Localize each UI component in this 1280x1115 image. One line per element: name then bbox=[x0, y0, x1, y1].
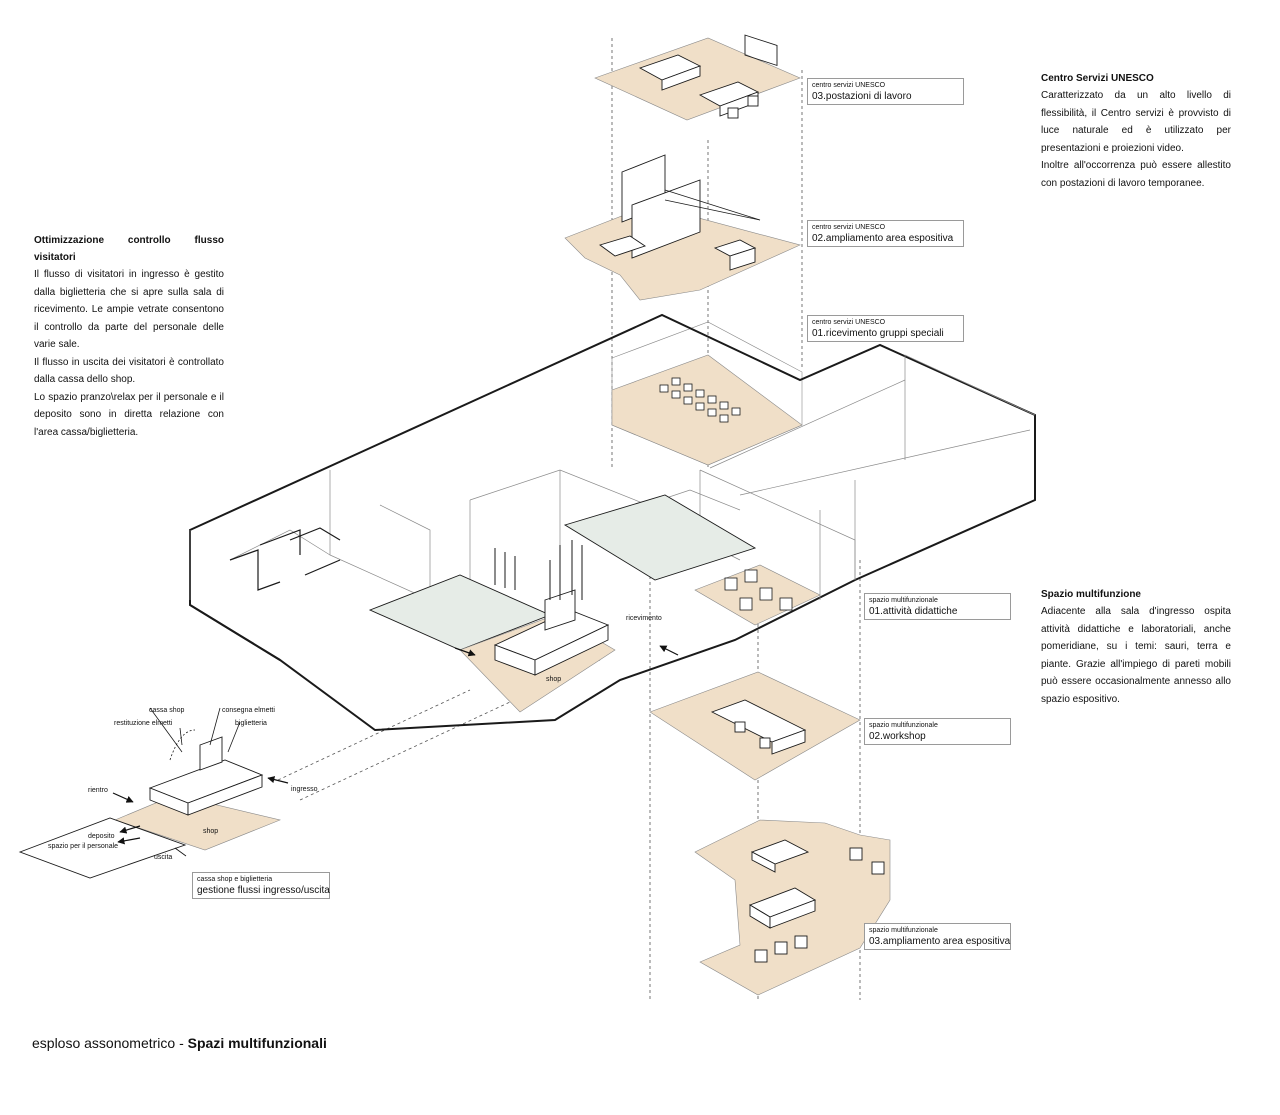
tag-restituzione-elmetti: restituzione elmetti bbox=[114, 720, 173, 727]
label-sup: centro servizi UNESCO bbox=[812, 319, 886, 326]
label-main: 01.attività didattiche bbox=[869, 606, 958, 617]
label-box-cassa: cassa shop e biglietteria gestione fluss… bbox=[192, 872, 330, 899]
left-heading: Ottimizzazione controllo flusso visitato… bbox=[34, 235, 224, 263]
tag-biglietteria: biglietteria bbox=[235, 720, 267, 727]
label-sup: spazio multifunzionale bbox=[869, 722, 938, 729]
right-bottom-description: Spazio multifunzione Adiacente alla sala… bbox=[1041, 586, 1231, 708]
right-bottom-heading: Spazio multifunzione bbox=[1041, 589, 1141, 600]
left-paragraph-2: Il flusso in uscita dei visitatori è con… bbox=[34, 356, 224, 386]
multi-level-02 bbox=[649, 671, 861, 781]
tag-shop-detail: shop bbox=[203, 828, 219, 835]
multi-level-03 bbox=[694, 819, 891, 996]
right-top-paragraph-2: Inoltre all'occorrenza può essere allest… bbox=[1041, 160, 1231, 189]
label-main: 01.ricevimento gruppi speciali bbox=[812, 328, 944, 339]
label-sup: spazio multifunzionale bbox=[869, 927, 938, 934]
label-box-multi-01: spazio multifunzionale 01.attività didat… bbox=[864, 593, 1011, 620]
label-box-unesco-01: centro servizi UNESCO 01.ricevimento gru… bbox=[807, 315, 964, 342]
left-description: Ottimizzazione controllo flusso visitato… bbox=[34, 232, 224, 441]
label-sup: centro servizi UNESCO bbox=[812, 82, 886, 89]
tag-ingresso: ingresso bbox=[291, 786, 318, 793]
tag-spazio-personale: spazio per il personale bbox=[48, 843, 119, 850]
right-top-paragraph-1: Caratterizzato da un alto livello di fle… bbox=[1041, 90, 1231, 154]
label-box-multi-03: spazio multifunzionale 03.ampliamento ar… bbox=[864, 923, 1011, 950]
tag-rientro: rientro bbox=[88, 787, 108, 794]
label-box-unesco-03: centro servizi UNESCO 03.postazioni di l… bbox=[807, 78, 964, 105]
unesco-level-02 bbox=[564, 154, 801, 301]
right-top-description: Centro Servizi UNESCO Caratterizzato da … bbox=[1041, 70, 1231, 192]
label-sup: spazio multifunzionale bbox=[869, 597, 938, 604]
label-box-multi-02: spazio multifunzionale 02.workshop bbox=[864, 718, 1011, 745]
tag-consegna-elmetti: consegna elmetti bbox=[222, 707, 275, 714]
tag-cassa-shop: cassa shop bbox=[149, 707, 185, 714]
label-sup: cassa shop e biglietteria bbox=[197, 876, 273, 883]
label-main: gestione flussi ingresso/uscita bbox=[197, 885, 330, 896]
right-bottom-paragraph-1: Adiacente alla sala d'ingresso ospita at… bbox=[1041, 606, 1231, 705]
label-main: 02.workshop bbox=[869, 731, 926, 742]
label-box-unesco-02: centro servizi UNESCO 02.ampliamento are… bbox=[807, 220, 964, 247]
tag-shop-main: shop bbox=[546, 676, 562, 683]
cassa-shop-detail bbox=[18, 707, 289, 879]
main-building bbox=[189, 313, 1036, 732]
unesco-level-03 bbox=[594, 34, 801, 121]
unesco-level-01 bbox=[611, 321, 803, 466]
label-main: 03.ampliamento area espositiva bbox=[869, 936, 1011, 947]
label-main: 03.postazioni di lavoro bbox=[812, 91, 912, 102]
tag-uscita: uscita bbox=[154, 854, 173, 861]
label-main: 02.ampliamento area espositiva bbox=[812, 233, 954, 244]
diagram-caption: esploso assonometrico - Spazi multifunzi… bbox=[32, 1035, 327, 1051]
label-sup: centro servizi UNESCO bbox=[812, 224, 886, 231]
caption-title: Spazi multifunzionali bbox=[187, 1035, 327, 1051]
right-top-heading: Centro Servizi UNESCO bbox=[1041, 73, 1154, 84]
left-paragraph-3: Lo spazio pranzo\relax per il personale … bbox=[34, 391, 224, 438]
tag-deposito: deposito bbox=[88, 833, 115, 840]
left-paragraph-1: Il flusso di visitatori in ingresso è ge… bbox=[34, 269, 224, 350]
caption-prefix: esploso assonometrico - bbox=[32, 1035, 188, 1051]
tag-ricevimento: ricevimento bbox=[626, 615, 662, 622]
